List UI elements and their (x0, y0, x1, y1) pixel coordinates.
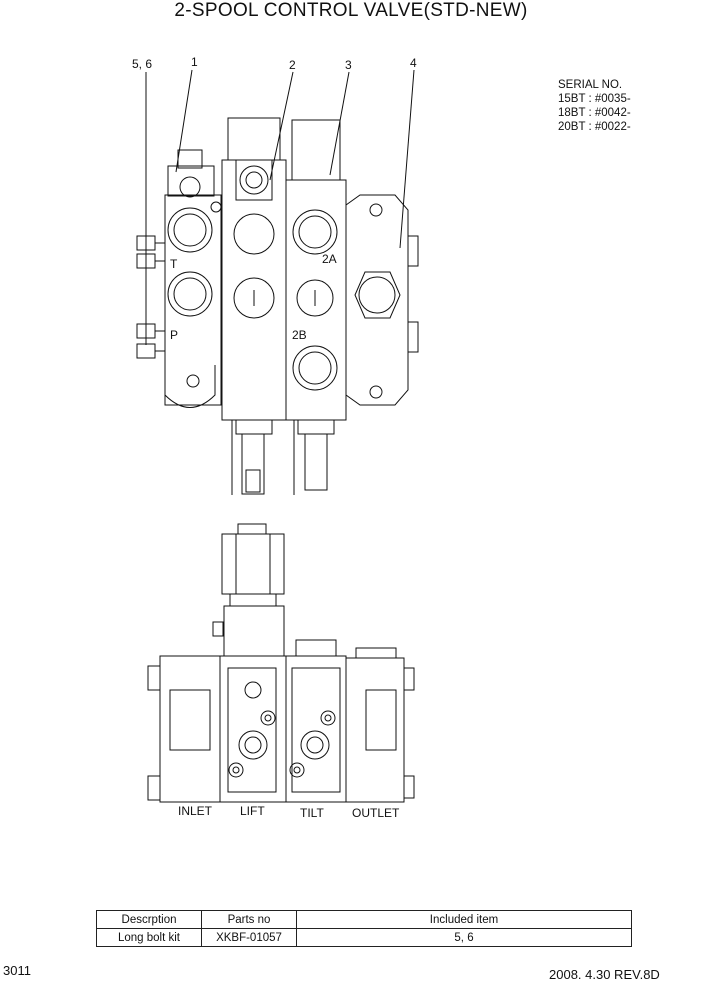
section-inlet-label: INLET (178, 804, 213, 818)
page-number: 3011 (3, 963, 31, 978)
header-description: Descrption (96, 910, 202, 929)
spool-cap-front (212, 523, 285, 657)
port-p-label: P (170, 328, 179, 342)
page-title: 2-SPOOL CONTROL VALVE(STD-NEW) (174, 0, 528, 21)
callout-1: 1 (191, 55, 198, 69)
cell-included-item: 5, 6 (296, 928, 632, 947)
callout-5-6: 5, 6 (132, 57, 153, 71)
callout-3: 3 (345, 58, 352, 72)
port-2b-label: 2B (292, 328, 307, 342)
inlet-section-top (136, 149, 222, 408)
header-included-item: Included item (296, 910, 632, 929)
outlet-section-front (345, 647, 415, 803)
section-lift-label: LIFT (240, 804, 265, 818)
port-t-label: T (170, 257, 178, 271)
parts-table-header: Descrption Parts no Included item (96, 910, 632, 929)
outlet-section-top (345, 194, 419, 406)
date-revision: 2008. 4.30 REV.8D (549, 967, 660, 982)
callout-4: 4 (410, 56, 417, 70)
lift-section-top (221, 117, 287, 495)
table-row: Long bolt kit XKBF-01057 5, 6 (96, 928, 632, 947)
serial-block: SERIAL NO. 15BT : #0035- 18BT : #0042- 2… (558, 78, 631, 134)
section-outlet-label: OUTLET (352, 806, 400, 820)
serial-line: 20BT : #0022- (558, 121, 631, 133)
section-tilt-label: TILT (300, 806, 324, 820)
callout-2: 2 (289, 58, 296, 72)
port-2a-label: 2A (322, 252, 337, 266)
cell-parts-no: XKBF-01057 (201, 928, 297, 947)
serial-line: 15BT : #0035- (558, 93, 631, 105)
header-parts-no: Parts no (201, 910, 297, 929)
lift-section-front (219, 655, 287, 803)
inlet-section-front (147, 655, 221, 803)
serial-heading: SERIAL NO. (558, 79, 623, 91)
tilt-section-top (285, 119, 347, 495)
cell-description: Long bolt kit (96, 928, 202, 947)
serial-line: 18BT : #0042- (558, 107, 631, 119)
parts-table: Descrption Parts no Included item Long b… (96, 910, 632, 947)
tilt-section-front (285, 639, 347, 803)
leader-lines (145, 69, 415, 345)
